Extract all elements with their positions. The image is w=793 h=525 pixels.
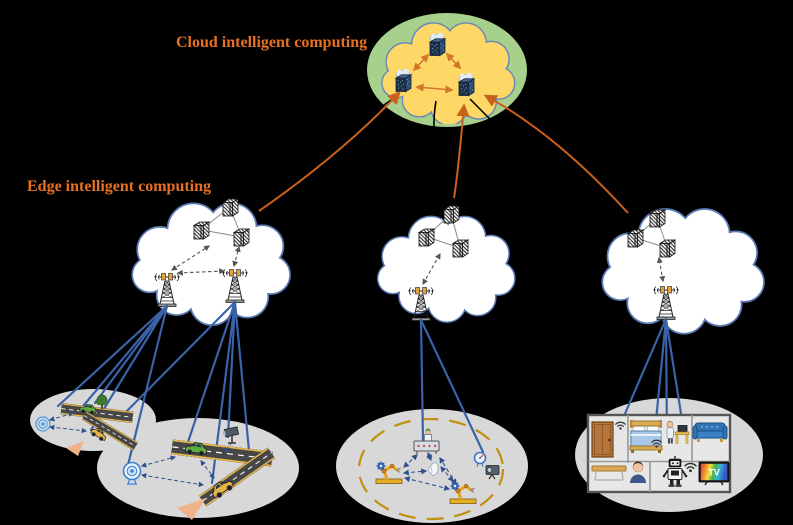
workshop-ring: [357, 417, 505, 521]
tree-icon: [96, 394, 108, 409]
edge-server-icon: [193, 221, 210, 240]
edge-computing-label: Edge intelligent computing: [27, 178, 211, 195]
uplink-arrow: [258, 91, 401, 212]
tv-icon: TV: [698, 461, 730, 486]
edge-cloud-shape: [376, 215, 517, 324]
inter-server-links: [412, 52, 462, 94]
edge-server-icon: [452, 239, 469, 258]
glove-icon: [427, 462, 439, 476]
downlink-arrow: [253, 94, 399, 205]
edge-cloud-left: [131, 198, 292, 327]
downlink-arrow: [433, 100, 449, 199]
cloud-intelligent-computing: [367, 13, 527, 127]
smart-home-content: TV: [586, 413, 732, 494]
desk-person-icon: [666, 421, 690, 444]
downlink-arrow: [469, 98, 615, 224]
gauge-icon: [473, 451, 487, 468]
tv-label: TV: [708, 468, 720, 478]
edge-cloud-right: [603, 210, 763, 333]
home-robot-icon: [662, 456, 688, 487]
edge-server-icon: [233, 228, 250, 247]
cloud-server-icon: [395, 68, 412, 93]
edge-cloud-middle: [376, 205, 517, 324]
v2x-links: [48, 411, 88, 434]
uplink-arrow: [453, 103, 470, 199]
headlight-beam: [66, 441, 84, 456]
headlight-beam: [177, 498, 206, 520]
roadside-sensor-icon: [35, 416, 51, 432]
edge-server-icon: [649, 209, 666, 228]
uplink-arrow: [483, 94, 629, 214]
camera-sensor-icon: [122, 461, 142, 485]
cloud-server-icon: [458, 72, 475, 97]
v2x-links: [140, 441, 233, 488]
door-icon: [591, 421, 614, 458]
vehicle-scene-small-content: [35, 394, 139, 456]
edge-cloud-shape: [603, 210, 763, 333]
cloud-computing-label: Cloud intelligent computing: [176, 34, 367, 51]
access-links: [56, 300, 691, 485]
camera-icon: [485, 465, 500, 480]
vehicle-scene-large-content: [122, 426, 276, 520]
person-icon: [630, 461, 646, 483]
table-icon: [591, 465, 627, 481]
sofa-icon: [692, 422, 728, 442]
edge-server-icon: [222, 198, 239, 217]
cloud-edge-connectors: [253, 91, 629, 224]
factory-scene-content: [376, 428, 500, 503]
cctv-camera-icon: [222, 426, 240, 444]
edge-server-icon: [659, 239, 676, 258]
workshop-links: [402, 451, 457, 491]
bed-icon: [629, 420, 663, 453]
wireless-backhaul-link: [656, 256, 666, 283]
cloud-server-icon: [429, 32, 446, 57]
conveyor-machine-icon: [413, 428, 440, 454]
edge-server-icon: [627, 229, 644, 248]
wireless-backhaul-links: [170, 245, 241, 276]
edge-server-icon: [418, 228, 435, 247]
edge-server-icon: [443, 205, 460, 224]
